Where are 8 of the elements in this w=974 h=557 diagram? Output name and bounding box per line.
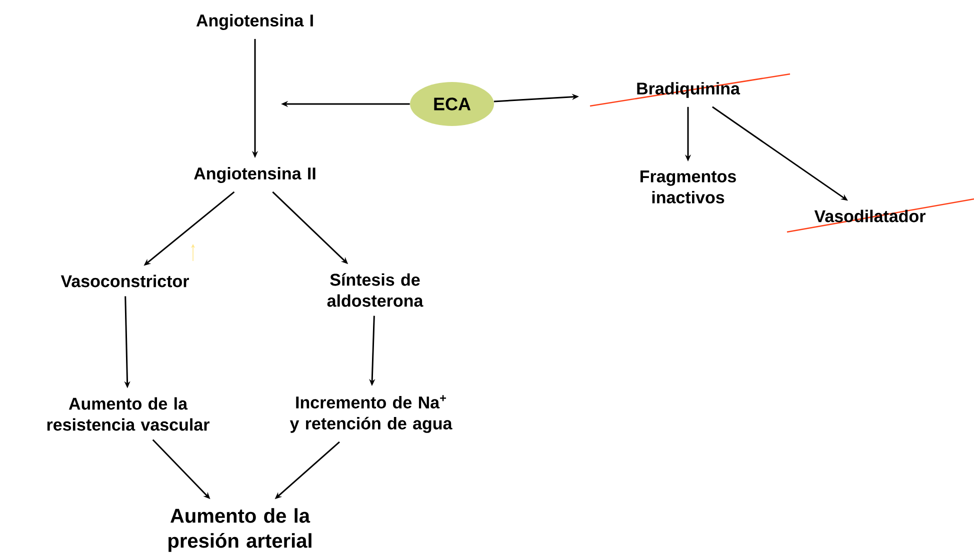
text-label: Aumento de la presión arterial: [168, 508, 312, 552]
text-label: Angiotensina I: [196, 14, 313, 30]
text-label: Incremento de Na$^{+}$ y retención de agua: [290, 395, 452, 433]
text-label: Vasoconstrictor: [60, 274, 189, 288]
text-label: Fragmentos inactivos: [640, 170, 736, 204]
text-label: Angiotensina II: [194, 167, 316, 183]
text-label: Aumento de la resistencia vascular: [47, 397, 210, 431]
text-label: Síntesis de aldosterona: [327, 273, 424, 307]
